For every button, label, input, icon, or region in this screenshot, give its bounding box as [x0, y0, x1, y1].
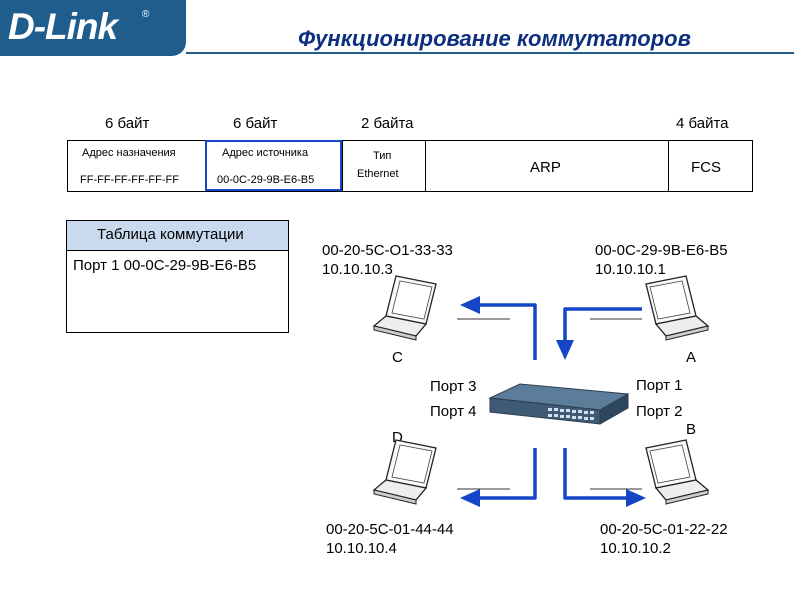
laptop-b-icon — [645, 439, 709, 505]
port-1-label: Порт 1 — [636, 377, 683, 394]
arrow-switch-to-d — [476, 448, 537, 500]
type-label: Тип — [373, 150, 392, 162]
port-4-label: Порт 4 — [430, 403, 477, 420]
arrowhead-to-d — [460, 489, 480, 507]
device-d-address: 00-20-5C-01-44-44 10.10.10.4 — [326, 520, 454, 558]
device-c-ip: 10.10.10.3 — [322, 261, 393, 278]
size-label-type: 2 байта — [361, 115, 414, 132]
device-c-mac: 00-20-5C-O1-33-33 — [322, 242, 453, 259]
source-address-highlight — [205, 140, 342, 191]
switch-table-title: Таблица коммутации — [97, 226, 244, 243]
frame-field-payload: ARP — [426, 141, 669, 191]
device-a-letter: A — [686, 349, 697, 366]
switch-table-header: Таблица коммутации — [67, 221, 288, 251]
size-label-dst: 6 байт — [105, 115, 150, 132]
device-b-address: 00-20-5C-01-22-22 10.10.10.2 — [600, 520, 728, 558]
switch-table: Таблица коммутации Порт 1 00-0C-29-9B-E6… — [66, 220, 289, 333]
device-c-address: 00-20-5C-O1-33-33 10.10.10.3 — [322, 241, 453, 279]
arrowhead-to-c — [460, 296, 480, 314]
switch-table-row: Порт 1 00-0C-29-9B-E6-B5 — [73, 257, 257, 274]
payload-label: ARP — [530, 159, 561, 176]
registered-mark: ® — [142, 9, 150, 20]
ethernet-frame: Адрес назначения FF-FF-FF-FF-FF-FF Адрес… — [67, 140, 753, 192]
switch-icon — [488, 383, 630, 425]
device-a-address: 00-0C-29-9B-E6-B5 10.10.10.1 — [595, 241, 728, 279]
laptop-c-icon — [373, 275, 437, 341]
frame-field-src: Адрес источника 00-0C-29-9B-E6-B5 — [207, 141, 343, 191]
logo-banner — [0, 0, 186, 56]
arrow-switch-to-b — [563, 448, 630, 500]
src-value: 00-0C-29-9B-E6-B5 — [217, 174, 315, 186]
frame-field-type: Тип Ethernet — [343, 141, 426, 191]
arrowhead-to-b — [626, 489, 646, 507]
page-title: Функционирование коммутаторов — [298, 26, 691, 51]
arrow-a-to-switch — [563, 307, 642, 345]
dlink-logo: D-Link — [8, 6, 118, 47]
device-d-ip: 10.10.10.4 — [326, 540, 397, 557]
device-d-mac: 00-20-5C-01-44-44 — [326, 521, 454, 538]
device-c-letter: C — [392, 349, 403, 366]
device-d-letter: D — [392, 429, 403, 446]
device-a-mac: 00-0C-29-9B-E6-B5 — [595, 242, 728, 259]
device-a-ip: 10.10.10.1 — [595, 261, 666, 278]
port-3-label: Порт 3 — [430, 378, 477, 395]
dst-value: FF-FF-FF-FF-FF-FF — [80, 174, 179, 186]
size-label-fcs: 4 байта — [676, 115, 729, 132]
device-b-ip: 10.10.10.2 — [600, 540, 671, 557]
frame-field-dst: Адрес назначения FF-FF-FF-FF-FF-FF — [68, 141, 207, 191]
header-divider — [186, 52, 794, 54]
src-label: Адрес источника — [222, 147, 309, 159]
size-label-src: 6 байт — [233, 115, 278, 132]
type-value: Ethernet — [357, 168, 399, 180]
frame-field-fcs: FCS — [669, 141, 752, 191]
device-b-letter: B — [686, 421, 697, 438]
dst-label: Адрес назначения — [82, 147, 176, 159]
arrow-switch-to-c — [476, 303, 537, 360]
device-b-mac: 00-20-5C-01-22-22 — [600, 521, 728, 538]
fcs-label: FCS — [691, 159, 721, 176]
arrowhead-into-switch — [556, 340, 574, 360]
laptop-a-icon — [645, 275, 709, 341]
laptop-d-icon — [373, 439, 437, 505]
port-2-label: Порт 2 — [636, 403, 683, 420]
